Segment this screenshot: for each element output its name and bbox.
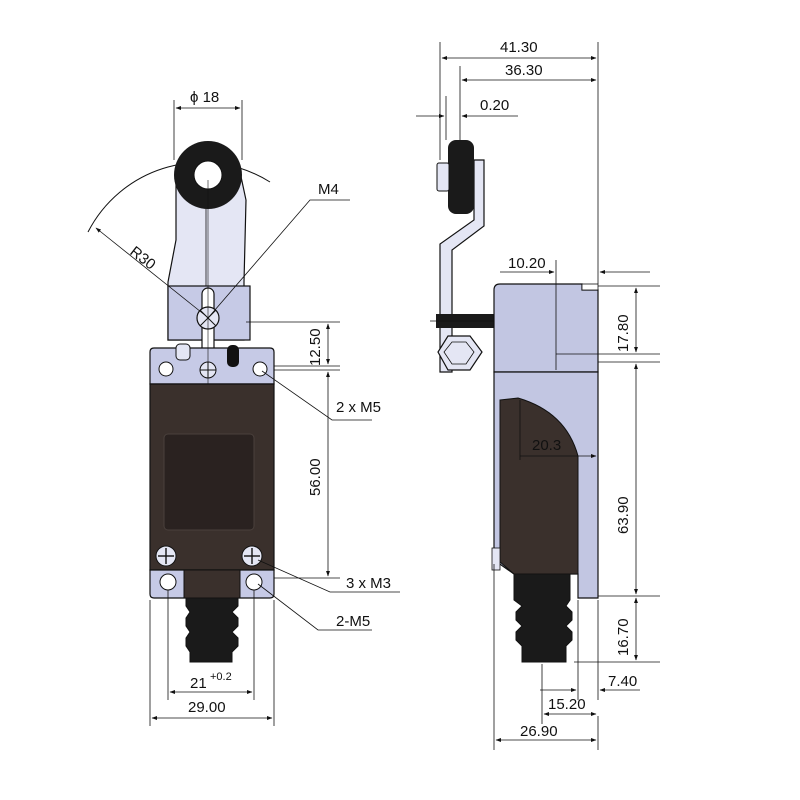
terminal-screw-right bbox=[241, 545, 263, 567]
mount-holes-bottom-label: 2-M5 bbox=[336, 613, 370, 630]
bottom-hole-right bbox=[245, 573, 263, 591]
gland-width-label: 15.20 bbox=[548, 696, 586, 713]
side-roller-hub bbox=[436, 162, 450, 192]
roller-offset-label: 36.30 bbox=[505, 62, 543, 79]
body-height-label: 56.00 bbox=[307, 458, 324, 496]
terminal-screw-left bbox=[155, 545, 177, 567]
gland-depth-label: 7.40 bbox=[608, 673, 637, 690]
gland-height-label: 16.70 bbox=[615, 618, 632, 656]
indicator bbox=[227, 345, 239, 367]
roller-diameter-label: ϕ 18 bbox=[190, 89, 219, 106]
screw-label: M4 bbox=[318, 181, 339, 198]
terminal-screws-label: 3 x M3 bbox=[346, 575, 391, 592]
label-window bbox=[163, 433, 255, 531]
arm-radius-arc bbox=[87, 161, 271, 233]
arm-offset-label: 10.20 bbox=[508, 255, 546, 272]
gap-label: 0.20 bbox=[480, 97, 509, 114]
side-view: 41.30 36.30 0.20 10.20 17.80 20.3 63.90 bbox=[416, 39, 660, 750]
hole-spacing-tolerance: +0.2 bbox=[210, 671, 232, 683]
cable-gland bbox=[185, 597, 239, 663]
mount-hole-left bbox=[158, 361, 174, 377]
side-cable-gland bbox=[513, 573, 573, 663]
body-width-label: 29.00 bbox=[188, 699, 226, 716]
cover-radius-label: 20.3 bbox=[532, 437, 561, 454]
side-roller bbox=[448, 140, 474, 214]
bottom-hole-left bbox=[159, 573, 177, 591]
arm-hole-height-label: 12.50 bbox=[307, 328, 324, 366]
side-body-height-label: 63.90 bbox=[615, 496, 632, 534]
head-height-label: 17.80 bbox=[615, 314, 632, 352]
overall-width-label: 41.30 bbox=[500, 39, 538, 56]
mount-hole-right bbox=[252, 361, 268, 377]
hole-spacing-label: 21 bbox=[190, 675, 207, 692]
hex-nut bbox=[437, 335, 483, 371]
side-head bbox=[493, 283, 599, 373]
front-view: ϕ 18 R30 M4 12.50 2 x M5 56.00 3 x M3 2-… bbox=[87, 89, 400, 726]
mount-holes-top-label: 2 x M5 bbox=[336, 399, 381, 416]
body-depth-label: 26.90 bbox=[520, 723, 558, 740]
arm-stud bbox=[175, 343, 191, 361]
arm-radius-label: R30 bbox=[127, 243, 159, 273]
